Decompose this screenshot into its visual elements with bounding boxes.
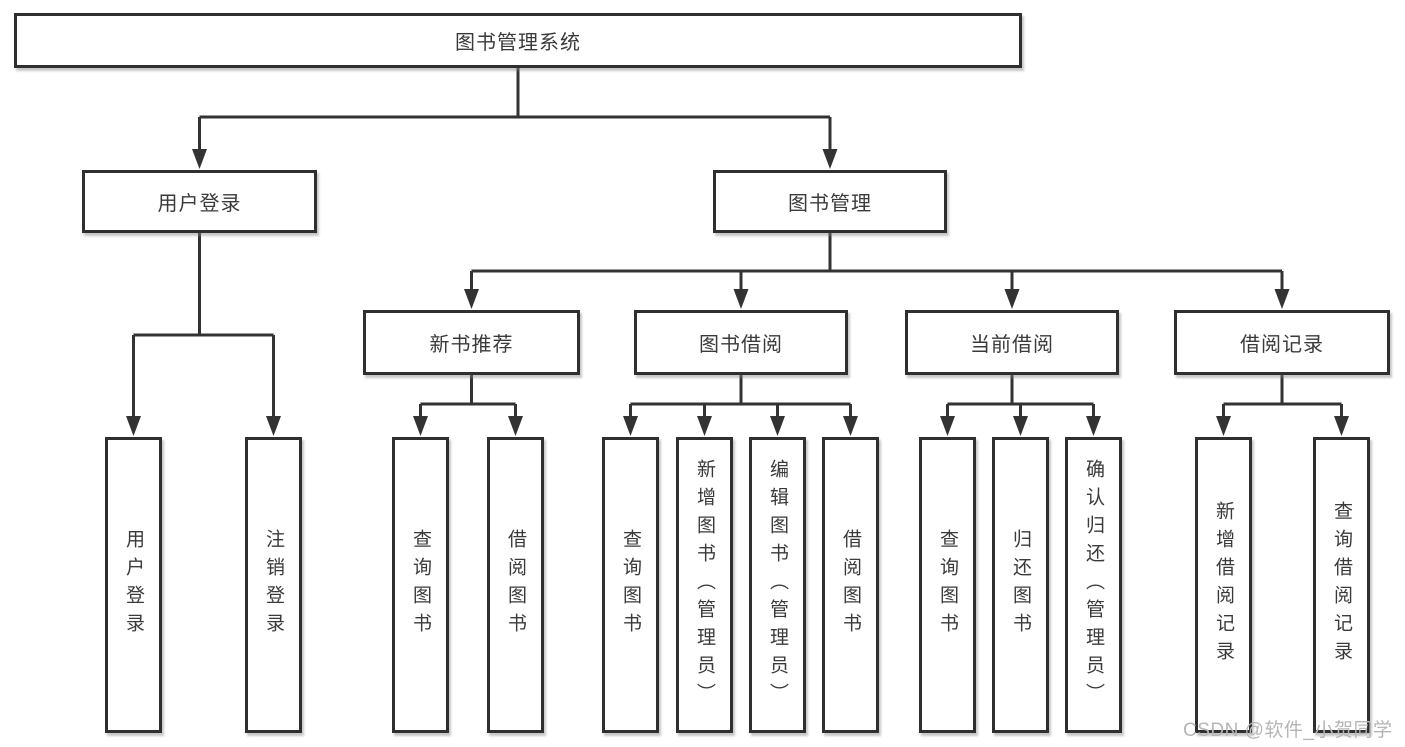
leaf-query-books-current: 查询图书	[919, 437, 976, 733]
leaf-query-borrow-record: 查询借阅记录	[1313, 437, 1370, 733]
watermark: CSDN @软件_小贺同学	[1183, 720, 1393, 741]
node-book-management: 图书管理	[713, 170, 947, 233]
leaf-confirm-return-admin: 确认归还（管理员）	[1065, 437, 1122, 733]
node-book-borrowing: 图书借阅	[634, 310, 848, 375]
leaf-borrow-books-recommend: 借阅图书	[487, 437, 544, 733]
leaf-return-book: 归还图书	[992, 437, 1049, 733]
leaf-query-books-recommend: 查询图书	[392, 437, 449, 733]
node-borrowing-records: 借阅记录	[1174, 310, 1390, 375]
node-new-book-recommendation: 新书推荐	[363, 310, 580, 375]
leaf-user-login: 用户登录	[105, 437, 162, 733]
leaf-logout: 注销登录	[245, 437, 302, 733]
node-current-borrowing: 当前借阅	[905, 310, 1119, 375]
node-user-login: 用户登录	[82, 170, 317, 233]
leaf-edit-book-admin: 编辑图书（管理员）	[749, 437, 806, 733]
leaf-query-books-borrowing: 查询图书	[602, 437, 659, 733]
node-library-management-system: 图书管理系统	[14, 13, 1022, 68]
leaf-add-book-admin: 新增图书（管理员）	[676, 437, 733, 733]
leaf-add-borrow-record: 新增借阅记录	[1195, 437, 1252, 733]
leaf-borrow-books-borrowing: 借阅图书	[822, 437, 879, 733]
